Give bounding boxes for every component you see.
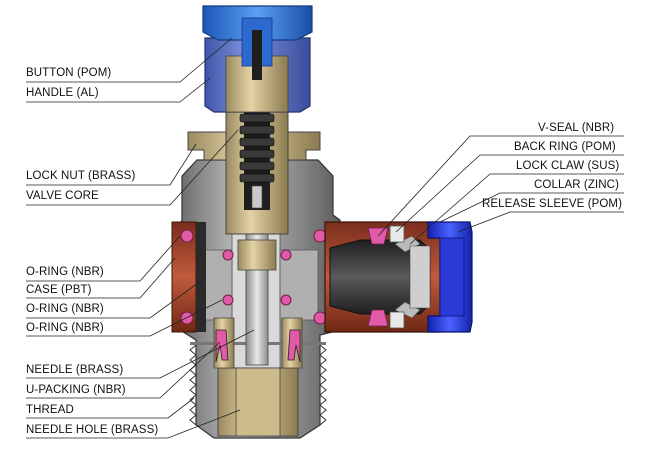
label-o-ring-1: O-RING (NBR) [26, 266, 104, 278]
label-case: CASE (PBT) [26, 284, 92, 296]
label-collar: COLLAR (ZINC) [534, 179, 620, 191]
lock-claw [329, 235, 431, 319]
leader-lines-right [377, 135, 624, 245]
button-part [202, 5, 313, 80]
label-v-seal: V-SEAL (NBR) [538, 122, 615, 134]
label-release-sleeve: RELEASE SLEEVE (POM) [482, 198, 623, 210]
label-needle-hole: NEEDLE HOLE (BRASS) [26, 424, 159, 436]
label-o-ring-2: O-RING (NBR) [26, 303, 104, 315]
label-lock-nut: LOCK NUT (BRASS) [26, 170, 136, 182]
leader-lines-left [26, 37, 255, 439]
label-back-ring: BACK RING (POM) [514, 141, 616, 153]
label-o-ring-3: O-RING (NBR) [26, 322, 104, 334]
label-needle: NEEDLE (BRASS) [26, 364, 124, 376]
label-button: BUTTON (POM) [26, 67, 112, 79]
release-sleeve [427, 221, 473, 333]
label-lock-claw: LOCK CLAW (SUS) [516, 160, 620, 172]
back-ring [389, 225, 405, 329]
label-handle: HANDLE (AL) [26, 87, 99, 99]
o-rings [180, 229, 327, 325]
left-collar-band [171, 221, 206, 333]
needle [237, 204, 277, 366]
label-u-packing: U-PACKING (NBR) [26, 384, 126, 396]
label-thread: THREAD [26, 404, 74, 416]
label-valve-core: VALVE CORE [26, 190, 99, 202]
